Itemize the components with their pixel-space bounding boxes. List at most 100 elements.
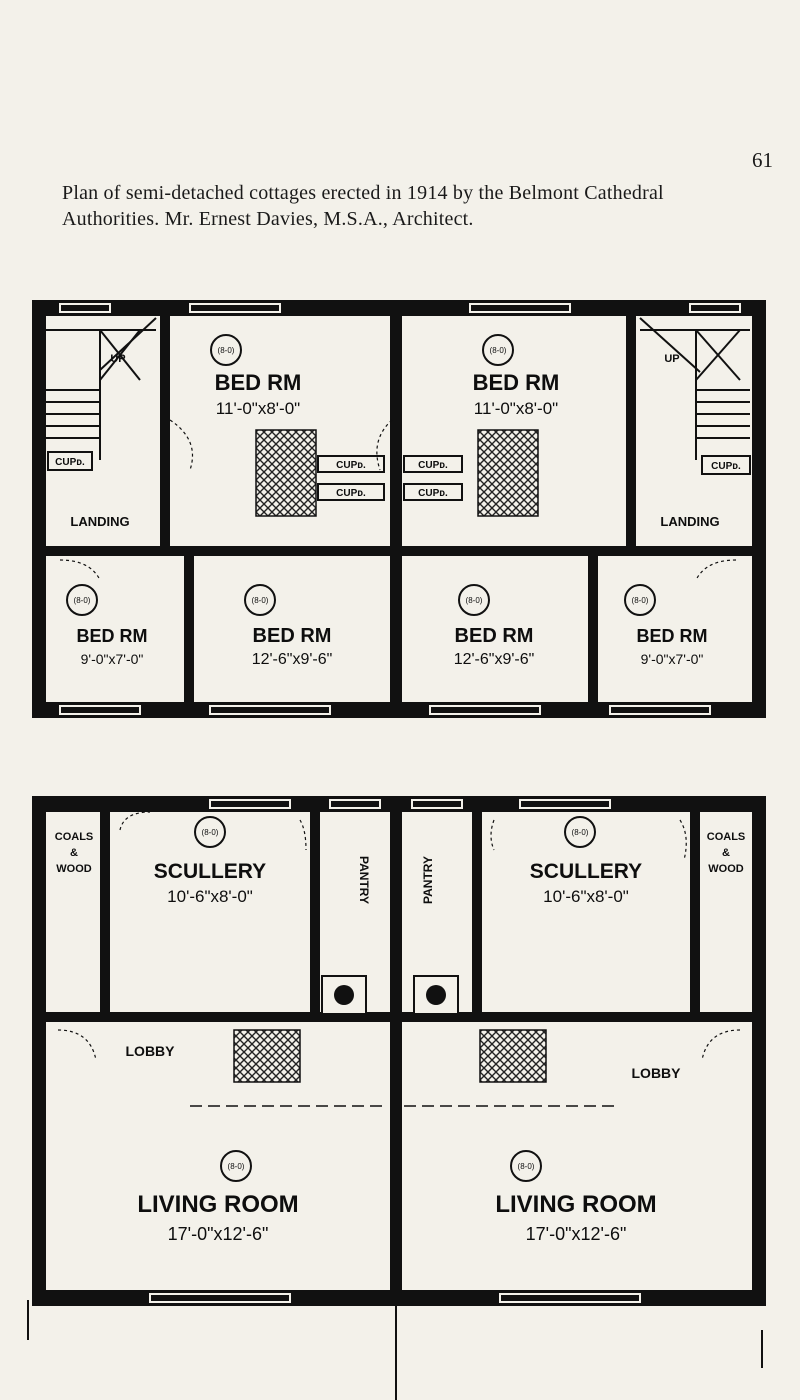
coal-store-label: WOOD xyxy=(56,863,91,875)
scullery-right xyxy=(482,812,690,932)
room-size: 10'-6"x8'-0" xyxy=(543,887,629,906)
ground-chimney-right xyxy=(479,1029,547,1083)
ground-pantry-wall-left xyxy=(310,812,320,1012)
ground-window-6 xyxy=(499,1293,641,1303)
stair-left xyxy=(46,317,157,460)
room-name: LIVING ROOM xyxy=(137,1191,298,1218)
ground-window-3 xyxy=(411,799,463,809)
upper-cross-wall-left xyxy=(46,546,390,556)
room-name: BED RM xyxy=(215,370,302,395)
room-name: BED RM xyxy=(253,625,332,647)
upper-room-rear-4 xyxy=(598,556,752,702)
upper-floor-plan: (8-0) (8-0) (8-0) (8-0) (8-0) (8-0) BED … xyxy=(32,300,766,718)
stair-up-label: UP xyxy=(110,353,125,365)
ground-cross-wall-left xyxy=(46,1012,390,1022)
copper-icon xyxy=(334,985,354,1005)
room-name: SCULLERY xyxy=(530,860,642,883)
upper-room-left-landing xyxy=(46,316,160,546)
room-size: 11'-0"x8'-0" xyxy=(474,399,558,418)
upper-back-wall-right xyxy=(588,556,598,706)
fireplace-label: (8-0) xyxy=(518,1162,535,1171)
upper-window-6 xyxy=(209,705,331,715)
coal-store-label: & xyxy=(70,847,78,859)
ground-window-2 xyxy=(329,799,381,809)
ground-window-1 xyxy=(209,799,291,809)
plan-caption: Plan of semi-detached cottages erected i… xyxy=(62,182,664,230)
upper-chimney-left xyxy=(255,429,317,517)
pantry-label: PANTRY xyxy=(357,856,371,904)
pantry-label: PANTRY xyxy=(421,856,435,904)
ground-window-5 xyxy=(149,1293,291,1303)
door-swing xyxy=(490,819,495,851)
room-size: 17'-0"x12'-6" xyxy=(526,1224,627,1244)
cupboard-2 xyxy=(317,455,385,473)
living-room-left xyxy=(46,1022,390,1290)
landing-label: LANDING xyxy=(70,514,129,529)
upper-window-3 xyxy=(469,303,571,313)
coal-store-right xyxy=(700,812,752,902)
upper-chimney-right xyxy=(477,429,539,517)
fireplace-icon xyxy=(624,584,656,616)
upper-stair-wall-left xyxy=(160,300,170,550)
fireplace-icon xyxy=(564,816,596,848)
upper-party-wall xyxy=(390,300,402,718)
fireplace-icon xyxy=(194,816,226,848)
fireplace-icon xyxy=(220,1150,252,1182)
fireplace-label: (8-0) xyxy=(466,596,483,605)
fireplace-icon xyxy=(244,584,276,616)
cupboard-6 xyxy=(701,455,751,475)
room-name: BED RM xyxy=(455,625,534,647)
fireplace-icon xyxy=(66,584,98,616)
door-swing xyxy=(695,559,737,581)
coal-store-left xyxy=(46,812,100,902)
coal-store-label: COALS xyxy=(707,831,746,843)
door-swing xyxy=(59,559,101,581)
fireplace-label: (8-0) xyxy=(490,346,507,355)
coal-store-label: COALS xyxy=(55,831,94,843)
room-name: BED RM xyxy=(77,626,148,646)
room-size: 10'-6"x8'-0" xyxy=(167,887,253,906)
coal-store-label: WOOD xyxy=(708,863,743,875)
copper-icon xyxy=(426,985,446,1005)
pantry-left xyxy=(320,812,390,902)
upper-window-5 xyxy=(59,705,141,715)
ground-pantry-wall-right xyxy=(472,812,482,1012)
door-swing xyxy=(376,419,393,471)
cupboard-label: CUPᴅ. xyxy=(336,460,366,471)
fireplace-label: (8-0) xyxy=(632,596,649,605)
ground-cross-wall-right xyxy=(402,1012,752,1022)
fireplace-label: (8-0) xyxy=(218,346,235,355)
ground-window-4 xyxy=(519,799,611,809)
upper-window-2 xyxy=(189,303,281,313)
living-room-right xyxy=(402,1022,752,1290)
cupboard-label: CUPᴅ. xyxy=(711,461,741,472)
fireplace-icon xyxy=(510,1150,542,1182)
fireplace-icon xyxy=(210,334,242,366)
ground-wall-left xyxy=(32,796,46,1306)
upper-window-4 xyxy=(689,303,741,313)
fireplace-label: (8-0) xyxy=(228,1162,245,1171)
room-name: SCULLERY xyxy=(154,860,266,883)
room-size: 9'-0"x7'-0" xyxy=(81,651,144,667)
ground-scullery-wall-right xyxy=(690,812,700,1022)
upper-window-8 xyxy=(609,705,711,715)
room-size: 12'-6"x9'-6" xyxy=(454,651,535,668)
cupboard-1 xyxy=(47,451,93,471)
upper-back-wall-left xyxy=(184,556,194,706)
cupboard-label: CUPᴅ. xyxy=(336,488,366,499)
upper-window-7 xyxy=(429,705,541,715)
room-name: BED RM xyxy=(637,626,708,646)
room-name: BED RM xyxy=(473,370,560,395)
ground-floor-plan: PANTRY PANTRY COALS & WOOD COALS & WOOD … xyxy=(27,796,766,1400)
landing-label: LANDING xyxy=(660,514,719,529)
cupboard-label: CUPᴅ. xyxy=(418,460,448,471)
ground-scullery-wall-left xyxy=(100,812,110,1022)
cupboard-3 xyxy=(317,483,385,501)
room-name: LIVING ROOM xyxy=(495,1191,656,1218)
pantry-right xyxy=(402,812,472,902)
door-swing xyxy=(57,1029,97,1061)
lobby-label: LOBBY xyxy=(632,1065,682,1081)
upper-wall-left xyxy=(32,300,46,718)
cupboard-5 xyxy=(403,483,463,501)
